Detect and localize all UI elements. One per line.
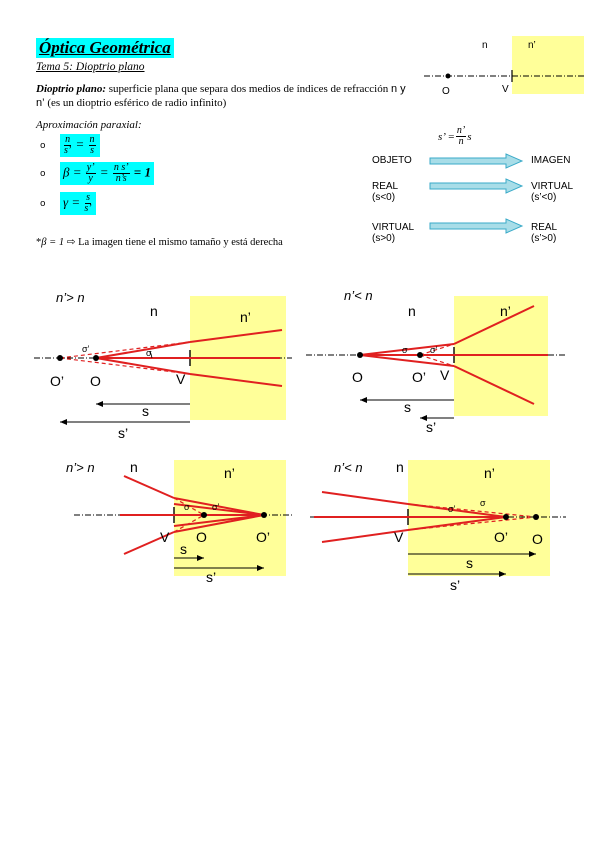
definition-media: n y n’ (36, 83, 406, 109)
svg-text:s’: s’ (118, 425, 128, 441)
svg-text:V: V (440, 367, 450, 383)
approx-label: Aproximación paraxial: (36, 119, 142, 131)
bullet-3: o (40, 198, 46, 209)
svg-text:n: n (408, 303, 416, 319)
svg-text:n’: n’ (224, 465, 235, 481)
svg-text:s’: s’ (450, 577, 460, 593)
diagram-1: n’> n n n’ σ’ σ O’ O V s s’ (34, 290, 292, 441)
svg-text:σ’: σ’ (212, 502, 220, 512)
diagram-3: n’> n n n’ σ σ’ V O O’ s s’ (66, 459, 292, 585)
svg-text:σ: σ (146, 348, 152, 358)
svg-text:O’: O’ (50, 373, 64, 389)
medium-np-region (174, 460, 286, 576)
svg-text:V: V (394, 529, 404, 545)
arrow-icon (429, 218, 524, 234)
size-note: *β = 1 ⇨ La imagen tiene el mismo tamaño… (36, 236, 283, 248)
page-subtitle: Tema 5: Dioptrio plano (36, 61, 145, 73)
table-row-virtual-right: REAL(s’>0) (531, 222, 558, 244)
svg-text:O: O (442, 86, 450, 97)
svg-text:O: O (196, 529, 207, 545)
svg-text:V: V (502, 84, 509, 95)
svg-text:s: s (142, 403, 149, 419)
page-title: Óptica Geométrica (36, 38, 174, 58)
definition-term: Dioptrio plano: (36, 83, 106, 95)
table-row-real-left: REAL(s<0) (372, 181, 399, 203)
svg-text:s: s (404, 399, 411, 415)
diagram-4: n’< n n n’ σ’ σ V O’ O s s’ (310, 459, 566, 593)
svg-text:O: O (532, 531, 543, 547)
svg-text:s’: s’ (206, 569, 216, 585)
definition-paragraph: Dioptrio plano: superficie plana que sep… (36, 82, 416, 110)
svg-text:σ: σ (402, 345, 408, 355)
svg-text:n: n (482, 40, 488, 51)
arrow-icon (429, 178, 524, 194)
svg-text:σ: σ (480, 498, 486, 508)
table-row-virtual-left: VIRTUAL(s>0) (372, 222, 415, 244)
svg-text:n’: n’ (528, 40, 536, 51)
svg-text:O’: O’ (494, 529, 508, 545)
table-arrows (429, 153, 524, 234)
svg-text:n: n (150, 303, 158, 319)
svg-text:n’< n: n’< n (334, 460, 363, 475)
diagram-2: n’< n n n’ σ σ’ O O’ V s s’ (306, 288, 566, 435)
formula-2-row: o β = y’y = n s’n’s = 1 (40, 162, 154, 185)
svg-text:n: n (396, 459, 404, 475)
svg-text:O: O (90, 373, 101, 389)
svg-text:σ: σ (184, 502, 190, 512)
svg-text:n’< n: n’< n (344, 288, 373, 303)
svg-text:n’> n: n’> n (66, 460, 95, 475)
table-row-real-right: VIRTUAL(s’<0) (531, 181, 574, 203)
relation-formula: s’ = n’n s (438, 125, 472, 147)
bullet-2: o (40, 168, 46, 179)
svg-text:n’> n: n’> n (56, 290, 85, 305)
svg-text:O’: O’ (412, 369, 426, 385)
definition-text: superficie plana que separa dos medios d… (105, 83, 391, 95)
svg-text:O: O (352, 369, 363, 385)
arrow-icon (429, 153, 524, 169)
svg-text:O’: O’ (256, 529, 270, 545)
svg-text:V: V (176, 371, 186, 387)
svg-text:σ’: σ’ (448, 504, 456, 514)
svg-text:s: s (466, 555, 473, 571)
table-row-header-left: OBJETO (372, 155, 412, 166)
svg-text:n’: n’ (500, 303, 511, 319)
svg-text:s: s (180, 541, 187, 557)
svg-text:n: n (130, 459, 138, 475)
svg-text:s’: s’ (426, 419, 436, 435)
svg-text:V: V (160, 529, 170, 545)
svg-text:n’: n’ (484, 465, 495, 481)
svg-text:n’: n’ (240, 309, 251, 325)
table-row-header-right: IMAGEN (531, 155, 571, 166)
definition-tail: (es un dioptrio esférico de radio infini… (44, 97, 227, 109)
top-dioptrio-diagram: n n’ O V (424, 36, 586, 97)
formula-2: β = y’y = n s’n’s = 1 (60, 162, 154, 185)
svg-text:σ’: σ’ (82, 344, 90, 354)
bullet-1: o (40, 140, 46, 151)
svg-text:σ’: σ’ (430, 345, 438, 355)
